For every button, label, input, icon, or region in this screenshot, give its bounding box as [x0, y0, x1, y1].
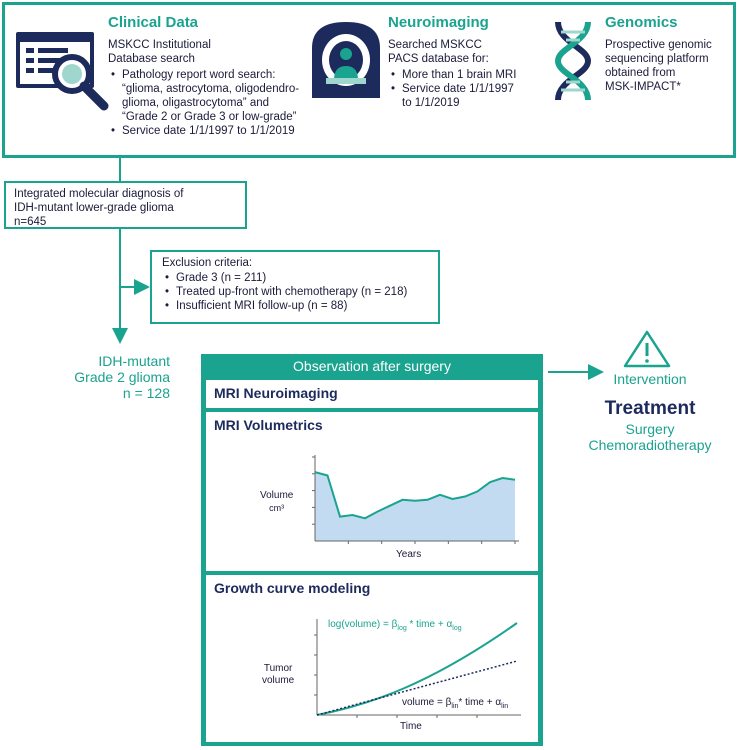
integrated-line2: IDH-mutant lower-grade glioma [14, 202, 174, 214]
clinical-bullet-2: Service date 1/1/1997 to 1/1/2019 [111, 124, 358, 138]
neuro-line2: PACS database for: [388, 53, 489, 65]
exclusion-item-2: Treated up-front with chemotherapy (n = … [165, 285, 428, 299]
volume-line [314, 471, 516, 520]
neuro-bullet-2: Service date 1/1/1997 [391, 82, 548, 96]
growth-curve-panel: Growth curve modeling Tumor volume log(v… [206, 575, 538, 742]
mri-volumetrics-title: MRI Volumetrics [214, 417, 323, 433]
clinical-bullet-1b-text: “glioma, astrocytoma, oligodendro- [122, 83, 300, 95]
exclusion-title: Exclusion criteria: [162, 257, 253, 269]
genomics-line4: MSK-IMPACT* [605, 81, 681, 93]
log-eq-a: log(volume) = β [328, 619, 398, 630]
growth-chart [314, 619, 521, 718]
volumetrics-ylabel: Volume cm³ [260, 490, 293, 514]
intervention-label: Intervention [613, 371, 687, 387]
clinical-bullet-1b: “glioma, astrocytoma, oligodendro- [122, 82, 358, 96]
clinical-bullet-1d: “Grade 2 or Grade 3 or low-grade” [122, 110, 358, 124]
mri-scanner-icon [312, 22, 380, 98]
log-growth-curve [316, 622, 518, 716]
volumetrics-ylabel-1: Volume [260, 490, 294, 501]
cohort-line2: Grade 2 glioma [74, 369, 170, 385]
clinical-data-title: Clinical Data [108, 14, 199, 31]
clinical-bullet-1c-text: glioma, oligastrocytoma” and [122, 97, 270, 109]
genomics-title: Genomics [605, 14, 678, 31]
treatment-line1: Surgery [625, 421, 675, 437]
cohort-line1: IDH-mutant [98, 353, 170, 369]
neuro-bullets: More than 1 brain MRI Service date 1/1/1… [388, 68, 548, 110]
exclusion-criteria-box: Exclusion criteria: Grade 3 (n = 211) Tr… [150, 250, 440, 324]
volume-area [315, 472, 515, 541]
warning-icon [623, 330, 671, 368]
volumetrics-xlabel: Years [396, 549, 422, 560]
clinical-bullet-1c: glioma, oligastrocytoma” and [122, 96, 358, 110]
genomics-line2: sequencing platform [605, 53, 709, 65]
integrated-line1: Integrated molecular diagnosis of [14, 188, 184, 200]
neuro-line1: Searched MSKCC [388, 39, 482, 51]
observation-box: Observation after surgery MRI Neuroimagi… [201, 354, 543, 746]
neuro-bullet-2b-text: to 1/1/2019 [402, 97, 460, 109]
genomics-line1: Prospective genomic [605, 39, 712, 51]
growth-ylabel: Tumor volume [262, 663, 294, 687]
data-sources-box [2, 2, 736, 158]
neuro-bullet-2b: to 1/1/2019 [402, 96, 548, 110]
growth-ylabel-2: volume [262, 675, 295, 686]
integrated-line3: n=645 [14, 216, 47, 228]
exclusion-item-3: Insufficient MRI follow-up (n = 88) [165, 299, 428, 313]
neuro-bullet-1: More than 1 brain MRI [391, 68, 548, 82]
exclusion-item-1: Grade 3 (n = 211) [165, 271, 428, 285]
growth-curve-title: Growth curve modeling [214, 580, 371, 596]
log-eq-sub1: log [397, 625, 407, 632]
cohort-label: IDH-mutant Grade 2 glioma n = 128 [40, 353, 170, 401]
database-search-icon [16, 32, 109, 111]
dna-helix-icon [554, 21, 592, 101]
treatment-label: Treatment [604, 398, 696, 419]
log-equation: log(volume) = βlog * time + αlog [328, 619, 462, 632]
neuroimaging-title: Neuroimaging [388, 14, 489, 31]
lin-eq-a: volume = β [402, 697, 452, 708]
lin-eq-b: * time + α [458, 697, 502, 708]
lin-eq-sub1: lin [451, 703, 459, 710]
clinical-bullet-1d-text: “Grade 2 or Grade 3 or low-grade” [122, 111, 297, 123]
mri-volumetrics-panel: MRI Volumetrics Volume cm³ Years [206, 412, 538, 571]
observation-header: Observation after surgery [293, 358, 451, 374]
cohort-line3: n = 128 [122, 385, 170, 401]
integrated-diagnosis-box: Integrated molecular diagnosis of IDH-mu… [4, 181, 247, 229]
volumetrics-chart [312, 455, 519, 544]
genomics-line3: obtained from [605, 67, 676, 79]
clinical-bullet-1: Pathology report word search: [111, 68, 358, 82]
linear-growth-curve [316, 660, 518, 716]
linear-equation: volume = βlin* time + αlin [402, 697, 508, 710]
growth-ylabel-1: Tumor [263, 663, 293, 674]
log-eq-sub2: log [452, 625, 462, 632]
clinical-bullets: Pathology report word search: “glioma, a… [108, 68, 358, 138]
clinical-line2: Database search [108, 53, 195, 65]
growth-ticks [314, 634, 478, 718]
lin-eq-sub2: lin [501, 703, 509, 710]
treatment-line2: Chemoradiotherapy [588, 437, 712, 453]
log-eq-b: * time + α [406, 619, 453, 630]
growth-xlabel: Time [400, 721, 422, 732]
volumetrics-ylabel-2: cm³ [269, 503, 285, 513]
clinical-line1: MSKCC Institutional [108, 39, 211, 51]
mri-neuroimaging-panel: MRI Neuroimaging [206, 380, 538, 408]
mri-neuroimaging-title: MRI Neuroimaging [214, 385, 338, 401]
